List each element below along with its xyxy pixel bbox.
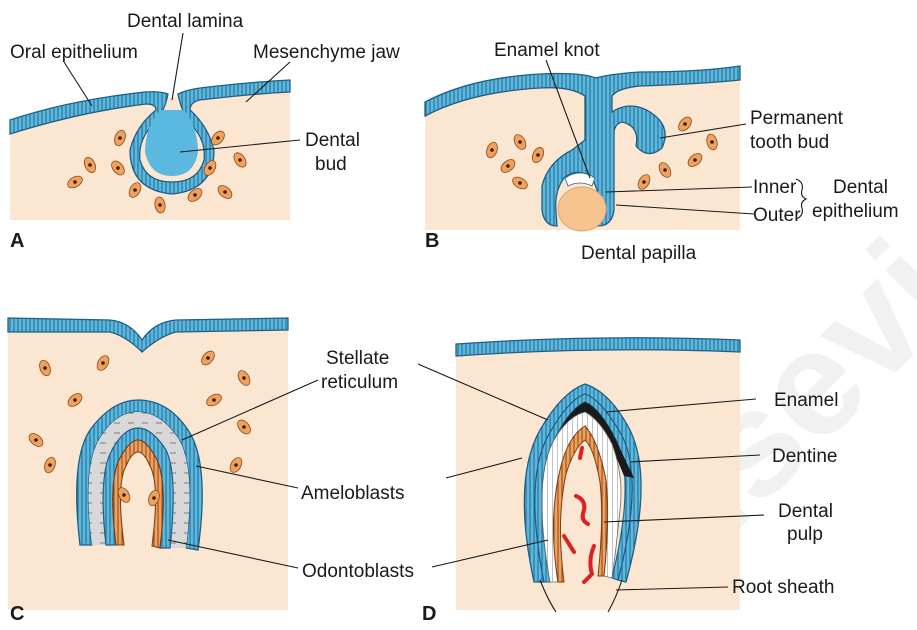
label-dental-epithelium-1: Dental — [833, 177, 888, 198]
label-stellate-1: Stellate — [326, 348, 389, 369]
label-dental-bud-2: bud — [315, 154, 347, 175]
label-enamel-knot: Enamel knot — [494, 40, 600, 61]
label-inner: Inner — [753, 177, 797, 198]
label-dental-epithelium-2: epithelium — [812, 201, 899, 222]
label-oral-epithelium: Oral epithelium — [10, 42, 138, 63]
panel-label-c: C — [10, 603, 24, 625]
label-dentine: Dentine — [772, 446, 838, 467]
label-dental-papilla: Dental papilla — [581, 243, 697, 264]
label-stellate-2: reticulum — [321, 372, 398, 393]
panel-b: Enamel knot Permanent tooth bud Inner Ou… — [425, 40, 899, 264]
label-permanent-2: tooth bud — [750, 132, 829, 153]
panel-label-b: B — [425, 230, 439, 252]
panel-label-a: A — [10, 230, 24, 252]
panel-c: C — [8, 318, 318, 625]
label-mesenchyme-jaw: Mesenchyme jaw — [253, 42, 400, 63]
label-outer: Outer — [753, 205, 801, 226]
label-odontoblasts: Odontoblasts — [302, 561, 414, 582]
dental-papilla — [558, 187, 606, 231]
label-permanent-1: Permanent — [750, 108, 844, 129]
panel-a: Oral epithelium Dental lamina Mesenchyme… — [10, 11, 400, 252]
label-dental-pulp-1: Dental — [778, 501, 833, 522]
panel-label-d: D — [422, 603, 436, 625]
label-dental-pulp-2: pulp — [787, 524, 823, 545]
label-root-sheath: Root sheath — [732, 577, 834, 598]
label-enamel: Enamel — [774, 390, 838, 411]
label-ameloblasts: Ameloblasts — [301, 483, 405, 504]
label-dental-lamina: Dental lamina — [127, 11, 244, 32]
label-dental-bud-1: Dental — [305, 130, 360, 151]
mesenchyme-jaw-d — [456, 348, 740, 610]
